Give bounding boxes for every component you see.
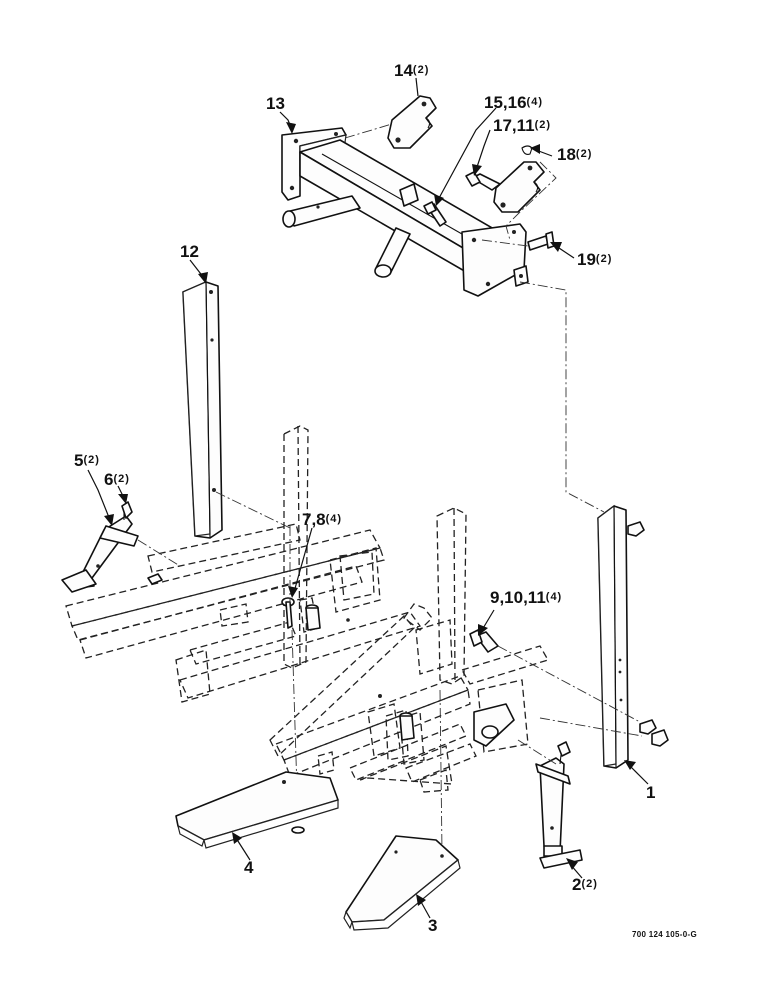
callout-15-16-number: 15,16 — [484, 93, 527, 112]
alignment-line — [344, 123, 393, 139]
alignment-line — [519, 281, 605, 513]
callout-5: 5(2) — [74, 452, 100, 469]
bolts-15-16 — [423, 201, 447, 227]
right-upright-channel — [597, 504, 669, 769]
alignment-line — [137, 539, 181, 567]
callout-18-qty: (2) — [575, 148, 593, 160]
alignment-line — [291, 629, 299, 823]
callout-6-number: 6 — [104, 470, 114, 489]
jack-pin — [147, 573, 163, 585]
alignment-line — [539, 717, 643, 737]
callout-17-11-qty: (2) — [534, 119, 552, 131]
callout-2-qty: (2) — [581, 878, 598, 890]
alignment-line — [481, 239, 529, 247]
callout-13: 13 — [266, 95, 285, 112]
callout-19: 19(2) — [577, 251, 612, 268]
callout-14-number: 14 — [394, 61, 413, 80]
right-jack-stand — [535, 741, 583, 869]
alignment-line — [505, 161, 557, 241]
callout-12-number: 12 — [180, 242, 199, 261]
alignment-line — [497, 645, 641, 723]
callout-6-qty: (2) — [113, 473, 130, 485]
callout-3-number: 3 — [428, 916, 438, 935]
callout-18: 18(2) — [557, 146, 592, 163]
hitch-plate-lower — [465, 145, 545, 213]
callout-6: 6(2) — [104, 471, 130, 488]
callout-18-number: 18 — [557, 145, 576, 164]
callout-leaders — [87, 77, 649, 919]
callout-7-8: 7,8(4) — [302, 511, 342, 528]
callout-14-qty: (2) — [412, 64, 430, 76]
callout-15-16-qty: (4) — [526, 96, 543, 108]
hitch-plate-upper — [387, 95, 437, 149]
hitch-cross-tube — [281, 127, 527, 297]
callout-14: 14(2) — [394, 62, 429, 79]
callout-4-number: 4 — [244, 858, 254, 877]
callout-9-10-11: 9,10,11(4) — [490, 589, 562, 606]
main-frame-reference — [65, 425, 549, 793]
callout-1: 1 — [646, 784, 655, 801]
callout-17-11-number: 17,11 — [493, 116, 535, 135]
alignment-line — [517, 739, 557, 765]
right-ramp-plate — [343, 835, 461, 931]
callout-13-number: 13 — [266, 94, 285, 113]
left-jack-stand — [61, 501, 139, 593]
callout-9-10-11-number: 9,10,11 — [490, 588, 546, 607]
alignment-line — [439, 689, 443, 853]
callout-2-number: 2 — [572, 875, 582, 894]
left-ramp-plate — [175, 771, 339, 849]
callout-17-11: 17,11(2) — [493, 117, 551, 134]
callout-5-number: 5 — [74, 451, 84, 470]
left-upright-channel — [182, 281, 223, 539]
callout-15-16: 15,16(4) — [484, 94, 543, 111]
callout-19-qty: (2) — [595, 253, 613, 265]
drawing-number: 700 124 105-0-G — [632, 930, 697, 939]
callout-19-number: 19 — [577, 250, 596, 269]
callout-3: 3 — [428, 917, 437, 934]
callout-5-qty: (2) — [83, 454, 100, 466]
frame-hardware — [281, 597, 515, 747]
callout-2: 2(2) — [572, 876, 598, 893]
alignment-line — [215, 491, 291, 529]
callout-7-8-number: 7,8 — [302, 510, 326, 529]
callout-7-8-qty: (4) — [325, 513, 343, 525]
callout-1-number: 1 — [646, 783, 656, 802]
callout-12: 12 — [180, 243, 199, 260]
callout-4: 4 — [244, 859, 253, 876]
callout-9-10-11-qty: (4) — [545, 591, 563, 603]
